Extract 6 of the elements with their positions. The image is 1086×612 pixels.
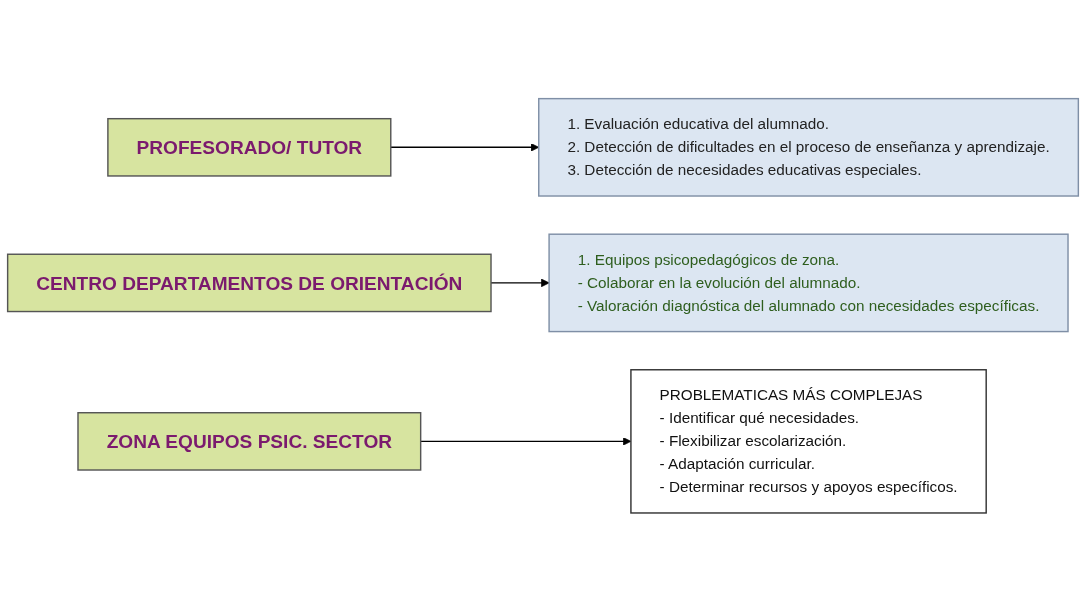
node-box: 1. Evaluación educativa del alumnado. 2. Detección de dificultades en el proceso de enseñanza y aprendizaje. 3. Detección de necesidades educativas especiales. [538,98,1080,197]
node-box: 1. Equipos psicopedagógicos de zona. - Colaborar en la evolución del alumnado. - Valoración diagnóstica del alumnado con necesidades específicas. [548,233,1069,333]
node-box: PROFESORADO/ TUTOR [107,118,392,177]
node-box: CENTRO DEPARTAMENTOS DE ORIENTACIÓN [6,253,492,313]
node-box: PROBLEMATICAS MÁS COMPLEJAS - Identificar qué necesidades. - Flexibilizar escolarización. - Adaptación curricular. - Determinar recursos y apoyos específicos. [630,369,987,514]
node-box: ZONA EQUIPOS PSIC. SECTOR [77,412,422,471]
